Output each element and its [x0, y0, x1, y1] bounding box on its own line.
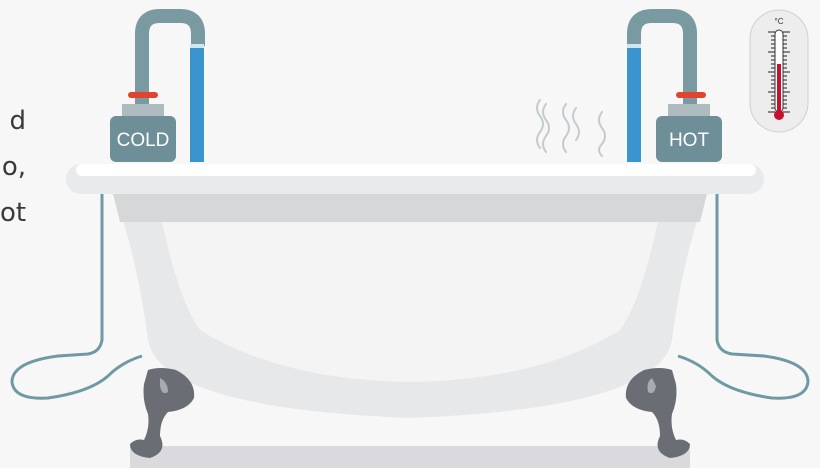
cold-water-stream-edge — [190, 44, 204, 48]
bathtub-rim-top — [76, 164, 756, 176]
cold-pipe — [142, 16, 198, 104]
hot-water-stream — [627, 46, 641, 162]
thermometer-unit: °C — [775, 17, 784, 26]
thermometer-level — [777, 64, 781, 114]
bathtub-under-rim-shadow — [112, 190, 708, 222]
left-foot — [130, 368, 194, 458]
cold-tap-label: COLD — [117, 130, 170, 151]
hot-tap[interactable]: HOT — [627, 16, 722, 162]
hot-valve-handle[interactable] — [676, 92, 706, 98]
right-foot — [626, 368, 690, 458]
cold-tap[interactable]: COLD — [110, 16, 204, 162]
hot-tap-cap — [668, 104, 710, 116]
cold-valve-handle[interactable] — [128, 92, 158, 98]
cold-tap-cap — [122, 104, 164, 116]
hot-water-stream-edge — [627, 44, 641, 48]
floor-shadow — [130, 446, 690, 468]
steam-icon — [537, 100, 605, 156]
hot-pipe — [634, 16, 690, 104]
hot-tap-label: HOT — [669, 130, 710, 151]
thermometer-icon: °C — [750, 10, 808, 132]
cold-water-stream — [190, 46, 204, 162]
